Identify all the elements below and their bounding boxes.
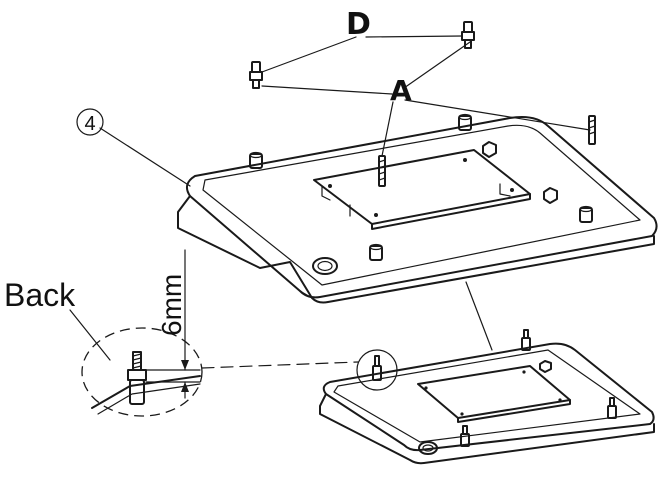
upper-standoff-2 <box>458 113 472 131</box>
upper-nut-1 <box>482 141 497 158</box>
label-back: Back <box>4 277 76 313</box>
label-part-number: 4 <box>84 113 95 135</box>
detail-base-edge-2 <box>97 383 201 415</box>
upper-base-foot <box>312 257 338 275</box>
leader-d-to-screw-2 <box>365 35 463 38</box>
upper-base-bevel <box>202 124 641 286</box>
upper-base <box>177 113 658 304</box>
upper-base-plate-bracket <box>321 183 511 217</box>
lower-base-top-face <box>322 342 655 452</box>
lower-base-plate-edge <box>457 399 571 423</box>
upper-base-plate-edge <box>371 193 531 230</box>
upper-base-plate <box>313 149 531 225</box>
lower-base-plate <box>417 365 571 419</box>
upper-standoff-3 <box>579 205 593 223</box>
upper-base-front-skirt <box>177 195 655 304</box>
lower-base-foot <box>418 441 438 455</box>
lower-plate-screw-3 <box>558 398 562 402</box>
lower-base <box>319 329 655 465</box>
upper-standoff-1 <box>249 151 263 169</box>
lower-standoff-4 <box>460 425 470 447</box>
leader-part-4 <box>99 127 191 187</box>
leader-a-to-screw-a2 <box>404 99 591 131</box>
dimension-extension-lines <box>145 369 201 383</box>
highlight-circle <box>356 349 398 391</box>
upper-standoff-4 <box>369 243 383 261</box>
lower-plate-screw-4 <box>460 412 464 416</box>
lower-base-foot-inner <box>422 444 434 452</box>
dimension-arrow-top <box>181 360 189 370</box>
label-dimension: 6mm <box>156 274 187 336</box>
leader-lines <box>69 35 591 361</box>
detail-dashed-connector <box>201 361 359 369</box>
lower-standoff-2 <box>521 329 531 351</box>
detail-callout <box>81 249 359 417</box>
part-number-circle <box>76 108 104 136</box>
lower-standoff-3 <box>607 397 617 419</box>
leader-a-to-screw-d1 <box>261 85 393 95</box>
dimension-arrow-bottom <box>181 382 189 392</box>
label-a: A <box>390 74 412 107</box>
leader-a-to-screw-a1 <box>381 101 394 157</box>
plate-screw-4 <box>374 213 378 217</box>
leader-d-to-screw-1 <box>261 36 357 73</box>
detail-standoff-nut <box>127 369 147 381</box>
lower-plate-screw-1 <box>424 386 428 390</box>
screw-d-2 <box>461 21 475 49</box>
label-d: D <box>346 7 371 42</box>
lower-plate-screw-2 <box>522 370 526 374</box>
lower-standoff-1 <box>372 355 382 381</box>
screw-a-1 <box>378 155 386 187</box>
lower-base-front-skirt <box>319 393 655 465</box>
leader-a-to-screw-d2 <box>403 41 471 89</box>
upper-base-foot-inner <box>317 260 333 272</box>
screw-d-1 <box>249 61 263 89</box>
detail-circle <box>81 327 203 417</box>
plate-screw-3 <box>510 188 514 192</box>
plate-screw-2 <box>463 158 467 162</box>
plate-screw-1 <box>328 184 332 188</box>
detail-standoff-thread <box>132 351 142 371</box>
leader-connector <box>465 281 493 351</box>
leader-back <box>69 309 111 361</box>
upper-base-skirt-edge <box>299 290 313 299</box>
upper-base-top-face <box>185 116 658 299</box>
lower-nut <box>539 360 552 373</box>
upper-nut-2 <box>543 187 558 204</box>
lower-base-bevel <box>333 349 641 443</box>
